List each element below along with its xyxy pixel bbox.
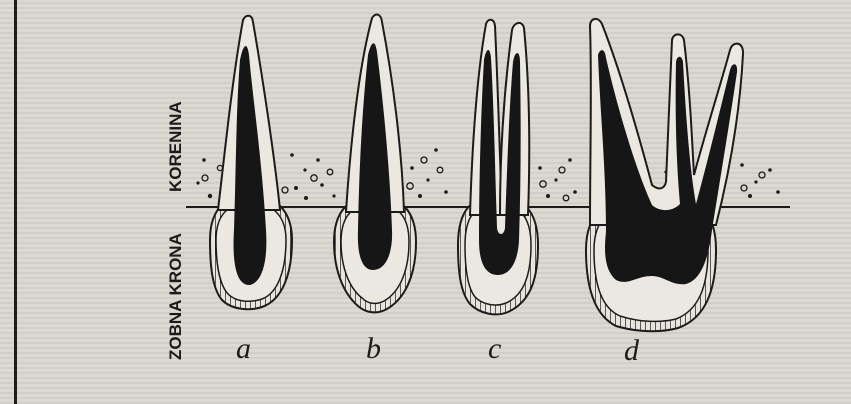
crown-label: ZOBNA KRONA	[166, 233, 185, 360]
tooth-c-label: c	[488, 332, 501, 365]
root-label: KORENINA	[166, 101, 185, 192]
tooth-b-label: b	[366, 332, 381, 365]
tooth-d-label: d	[624, 334, 640, 367]
tooth-a: a	[210, 16, 292, 365]
tooth-b: b	[334, 15, 416, 365]
tooth-d: d	[586, 19, 743, 367]
tooth-c: c	[458, 20, 538, 365]
tooth-a-label: a	[236, 332, 251, 365]
